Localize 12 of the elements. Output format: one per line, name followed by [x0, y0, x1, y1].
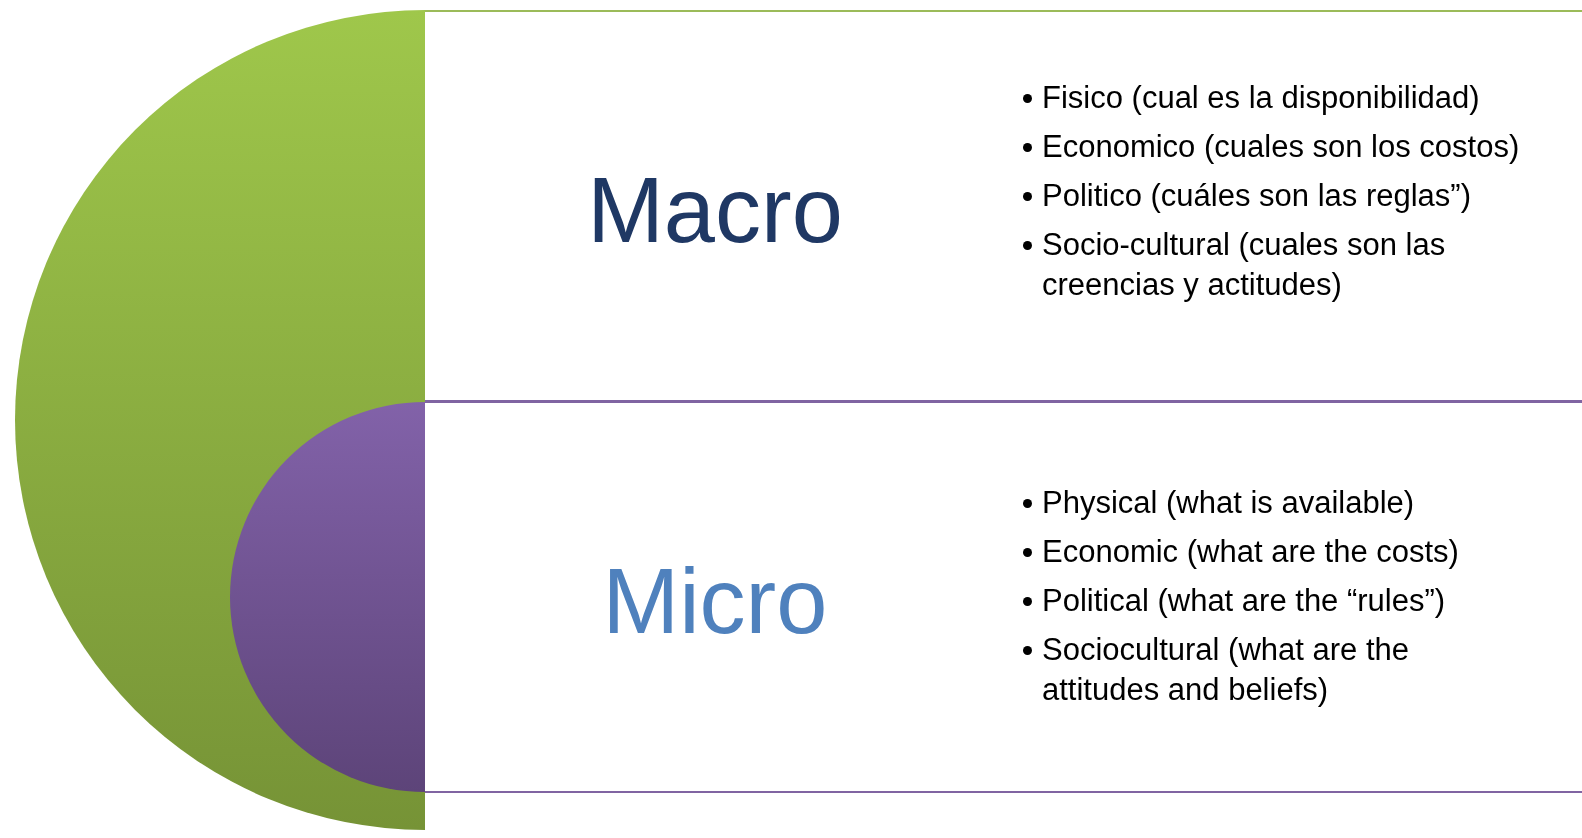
bullet-item: Physical (what is available)	[1020, 483, 1520, 523]
band-panel	[425, 401, 1582, 793]
bullet-item: Economico (cuales son los costos)	[1020, 127, 1520, 167]
bullet-item: Fisico (cual es la disponibilidad)	[1020, 78, 1520, 118]
bullet-item: Economic (what are the costs)	[1020, 532, 1520, 572]
bullet-item: Sociocultural (what are the attitudes and beliefs)	[1020, 630, 1520, 710]
bullet-item: Politico (cuáles son las reglas”)	[1020, 176, 1520, 216]
band-panel	[425, 10, 1582, 402]
heading-text: Micro	[601, 551, 829, 651]
heading-text: Macro	[586, 160, 844, 260]
bullet-item: Socio-cultural (cuales son las creencias y actitudes)	[1020, 225, 1520, 305]
bullet-item: Political (what are the “rules”)	[1020, 581, 1520, 621]
